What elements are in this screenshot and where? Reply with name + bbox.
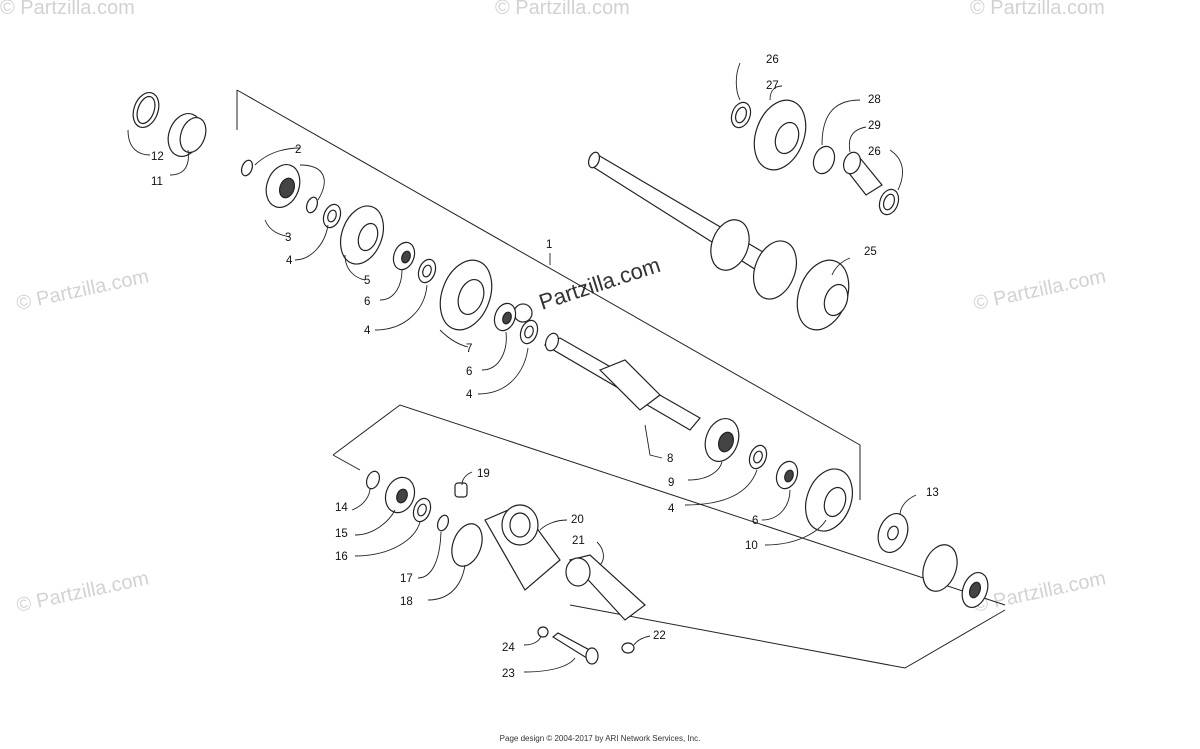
group-bracket-lines bbox=[236, 89, 1006, 669]
callout-22: 22 bbox=[653, 630, 666, 642]
watermark-top-right: © Partzilla.com bbox=[970, 0, 1105, 19]
watermark-mid-left: © Partzilla.com bbox=[14, 265, 150, 315]
callout-29: 29 bbox=[868, 120, 881, 132]
callout-9: 9 bbox=[668, 477, 674, 489]
part-19-pin bbox=[454, 482, 468, 498]
part-29-sleeve bbox=[842, 151, 883, 196]
part-4-washer-c bbox=[519, 319, 539, 345]
callout-19: 19 bbox=[477, 468, 490, 480]
part-25-counter-shaft bbox=[587, 151, 850, 331]
callout-13: 13 bbox=[926, 487, 939, 499]
callout-24: 24 bbox=[502, 642, 515, 654]
callout-18: 18 bbox=[400, 596, 413, 608]
callout-6-a: 6 bbox=[364, 296, 370, 308]
part-10-gear bbox=[805, 468, 853, 532]
callout-27: 27 bbox=[766, 80, 779, 92]
callout-5: 5 bbox=[364, 275, 370, 287]
callout-4-d: 4 bbox=[668, 503, 675, 515]
callout-1: 1 bbox=[546, 239, 552, 251]
watermark-layer: © Partzilla.com © Partzilla.com © Partzi… bbox=[0, 0, 1108, 617]
part-14-snap-ring bbox=[365, 470, 381, 490]
part-5-gear bbox=[339, 205, 385, 265]
callout-4-a: 4 bbox=[286, 255, 293, 267]
bearing-assembly-right bbox=[922, 544, 989, 609]
part-24-washer bbox=[537, 626, 549, 638]
callout-25: 25 bbox=[864, 246, 877, 258]
watermark-top-center: © Partzilla.com bbox=[495, 0, 630, 19]
callout-26-b: 26 bbox=[868, 146, 881, 158]
callout-2: 2 bbox=[295, 144, 301, 156]
part-7-large-gear bbox=[439, 259, 493, 331]
callout-3: 3 bbox=[285, 232, 291, 244]
leader-lines bbox=[127, 62, 917, 673]
part-6-bearing-b bbox=[493, 302, 517, 332]
part-28-bushing bbox=[812, 145, 836, 175]
part-6-bearing-c bbox=[775, 460, 799, 490]
callout-labels: 1 2 3 4 4 4 4 5 6 6 6 7 8 9 10 11 12 13 … bbox=[151, 54, 939, 680]
callout-21: 21 bbox=[572, 535, 585, 547]
part-4-washer-d bbox=[748, 444, 768, 470]
callout-11: 11 bbox=[151, 176, 163, 188]
part-23-bolt bbox=[551, 632, 599, 665]
callout-26-a: 26 bbox=[766, 54, 779, 66]
part-22-clip bbox=[621, 642, 635, 654]
callout-14: 14 bbox=[335, 502, 348, 514]
part-13-washer bbox=[877, 513, 909, 553]
part-27-gear bbox=[753, 99, 807, 171]
callout-10: 10 bbox=[745, 540, 758, 552]
part-26-washer-b bbox=[878, 188, 900, 216]
callout-17: 17 bbox=[400, 573, 413, 585]
callout-23: 23 bbox=[502, 668, 515, 680]
part-6-bearing-a bbox=[392, 241, 416, 271]
part-20-housing bbox=[484, 504, 561, 591]
part-12-snap-ring bbox=[132, 91, 160, 129]
part-9-hub bbox=[704, 418, 740, 462]
part-3-hub bbox=[265, 164, 301, 208]
callout-28: 28 bbox=[868, 94, 881, 106]
watermark-center: Partzilla.com bbox=[536, 252, 663, 315]
part-18-gasket bbox=[451, 523, 483, 567]
part-17-ring bbox=[436, 514, 450, 532]
callout-6-b: 6 bbox=[466, 366, 472, 378]
part-4-washer-a bbox=[322, 203, 342, 229]
watermark-low-right: © Partzilla.com bbox=[971, 567, 1107, 617]
part-26-washer-a bbox=[730, 101, 752, 129]
callout-4-c: 4 bbox=[466, 389, 473, 401]
part-16-washer bbox=[412, 497, 432, 523]
part-21-shift-arm bbox=[565, 554, 646, 621]
watermark-top-left: © Partzilla.com bbox=[0, 0, 135, 19]
callout-7: 7 bbox=[466, 343, 472, 355]
callout-20: 20 bbox=[571, 514, 584, 526]
footer-credit: Page design © 2004-2017 by ARI Network S… bbox=[499, 734, 701, 743]
part-15-nut bbox=[384, 476, 416, 514]
callout-4-b: 4 bbox=[364, 325, 371, 337]
callout-16: 16 bbox=[335, 551, 348, 563]
watermark-low-left: © Partzilla.com bbox=[14, 567, 150, 617]
watermark-mid-right: © Partzilla.com bbox=[971, 265, 1107, 315]
callout-15: 15 bbox=[335, 528, 348, 540]
part-2-clip bbox=[240, 159, 319, 214]
part-4-washer-b bbox=[417, 258, 437, 284]
part-11-small-gear bbox=[167, 113, 207, 157]
callout-12: 12 bbox=[151, 151, 164, 163]
callout-8: 8 bbox=[667, 453, 673, 465]
callout-6-c: 6 bbox=[752, 515, 758, 527]
part-8-main-shaft bbox=[543, 332, 701, 431]
watermark-copyright-circle bbox=[513, 303, 533, 323]
